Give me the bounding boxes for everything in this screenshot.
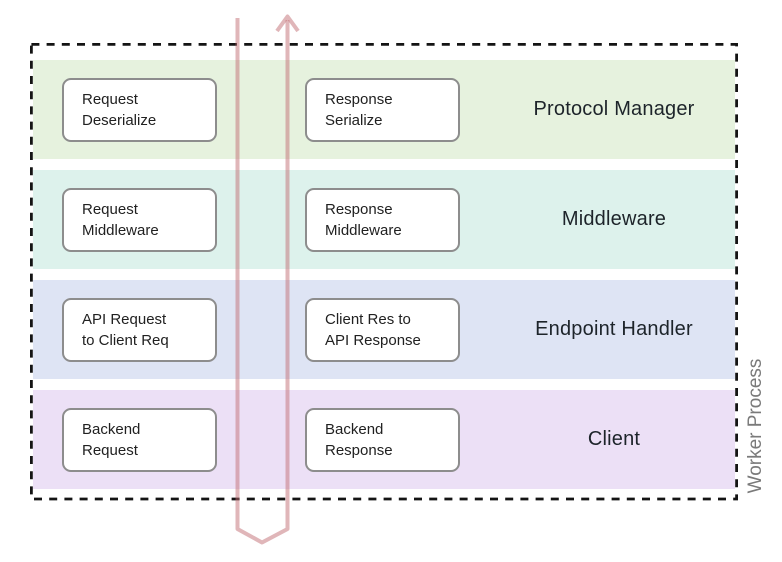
box-text-line: Response <box>325 90 393 108</box>
box-response-serialize: Response Serialize <box>305 77 460 142</box>
box-text-line: Request <box>82 441 138 459</box>
box-request-middleware: Request Middleware <box>62 187 217 252</box>
box-text-line: Backend <box>325 420 384 438</box>
layer-label-protocol-manager: Protocol Manager <box>533 98 695 120</box>
layer-label-client: Client <box>587 428 641 450</box>
box-backend-response: Backend Response <box>305 407 460 472</box>
worker-process-label: Worker Process <box>745 358 766 494</box>
layer-band-protocol-manager: Request Deserialize Response Serialize P… <box>33 60 735 159</box>
box-client-res-to-api-response: Client Res to API Response <box>305 297 460 362</box>
layer-label-middleware: Middleware <box>561 208 667 230</box>
box-text-line: Middleware <box>82 221 159 239</box>
layer-band-endpoint-handler: API Request to Client Req Client Res to … <box>33 280 735 379</box>
box-text-line: Response <box>325 200 393 218</box>
box-text-line: Backend <box>82 420 141 438</box>
box-text-line: Request <box>82 200 138 218</box>
box-text-line: Response <box>325 441 393 459</box>
box-request-deserialize: Request Deserialize <box>62 77 217 142</box>
box-text-line: Request <box>82 90 138 108</box>
layer-band-middleware: Request Middleware Response Middleware M… <box>33 170 735 269</box>
box-backend-request: Backend Request <box>62 407 217 472</box>
box-text-line: Deserialize <box>82 111 157 129</box>
box-response-middleware: Response Middleware <box>305 187 460 252</box>
layer-band-client: Backend Request Backend Response Client <box>33 390 735 489</box>
layer-stack: Request Deserialize Response Serialize P… <box>33 46 735 500</box>
box-text-line: to Client Req <box>82 331 169 349</box>
layer-label-endpoint-handler: Endpoint Handler <box>535 318 693 340</box>
up-arrowhead-icon <box>275 14 300 33</box>
box-api-request-to-client-req: API Request to Client Req <box>62 297 217 362</box>
box-text-line: Client Res to <box>325 310 411 328</box>
box-text-line: API Request <box>82 310 167 328</box>
box-text-line: API Response <box>325 331 421 349</box>
box-text-line: Serialize <box>325 111 383 129</box>
box-text-line: Middleware <box>325 221 402 239</box>
